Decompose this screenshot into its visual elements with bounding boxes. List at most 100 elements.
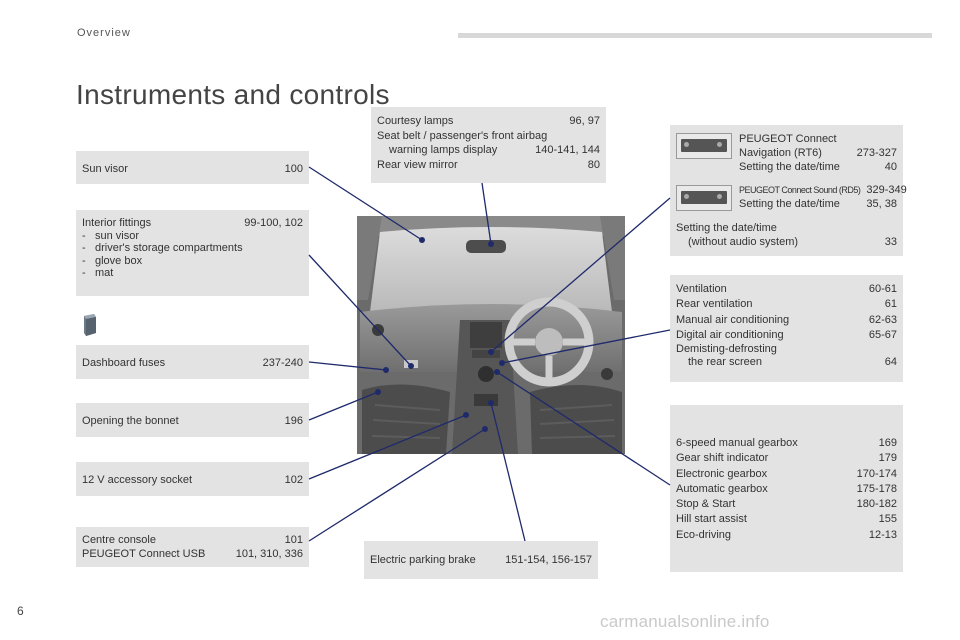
without-audio-page: 33	[884, 236, 897, 248]
gear-shift-indicator-page: 179	[878, 452, 897, 465]
callout-line	[308, 428, 486, 542]
without-audio-label: (without audio system)	[688, 236, 799, 248]
dashboard-fuses-label: Dashboard fuses	[82, 357, 166, 369]
seat-belt-label: Seat belt / passenger's front airbag	[377, 129, 548, 142]
ventilation-label: Ventilation	[676, 283, 727, 295]
callout-dot	[463, 412, 469, 418]
interior-fittings-page: 99-100, 102	[244, 217, 303, 229]
callout-dot	[499, 360, 505, 366]
interior-item: -glove box	[82, 254, 143, 267]
callout-line	[308, 361, 387, 371]
callout-line	[490, 197, 671, 353]
connect-nav-title: PEUGEOT Connect	[739, 133, 837, 145]
warning-lamps-label: warning lamps display	[389, 144, 498, 156]
nav-date-time-page: 40	[884, 161, 897, 173]
connect-usb-label: PEUGEOT Connect USB	[82, 548, 206, 560]
callout-line	[501, 329, 671, 364]
interior-fittings-label: Interior fittings	[82, 217, 152, 229]
callout-dot	[419, 237, 425, 243]
courtesy-lamps-page: 96, 97	[569, 115, 600, 127]
sound-date-time-label: Setting the date/time	[739, 198, 840, 210]
rear-ventilation-page: 61	[884, 298, 897, 311]
rear-screen-label: the rear screen	[688, 356, 762, 369]
sun-visor-box: Sun visor 100	[76, 151, 309, 184]
opening-bonnet-box: Opening the bonnet 196	[76, 403, 309, 437]
callout-line	[481, 182, 492, 245]
page-number: 6	[17, 604, 24, 618]
opening-bonnet-page: 196	[284, 415, 303, 427]
navigation-rt6-label: Navigation (RT6)	[739, 147, 822, 159]
callout-dot	[488, 241, 494, 247]
dashboard-photo	[357, 216, 625, 454]
connect-sound-page: 329-349	[866, 184, 907, 196]
demisting-label: Demisting-defrosting	[676, 343, 777, 356]
dashboard-fuses-box: Dashboard fuses 237-240	[76, 345, 309, 379]
rear-ventilation-label: Rear ventilation	[676, 298, 753, 311]
centre-console-page: 101	[284, 534, 303, 546]
callout-line	[308, 166, 423, 241]
eco-driving-page: 12-13	[868, 528, 897, 541]
stop-start-page: 180-182	[856, 498, 897, 511]
opening-bonnet-label: Opening the bonnet	[82, 415, 179, 427]
connect-usb-page: 101, 310, 336	[235, 548, 303, 560]
section-header: Overview	[77, 27, 131, 39]
manual-ac-label: Manual air conditioning	[676, 313, 790, 326]
page-title: Instruments and controls	[76, 78, 390, 110]
connect-sound-label: PEUGEOT Connect Sound (RD5)	[739, 185, 861, 195]
ventilation-page: 60-61	[868, 283, 897, 295]
rear-view-mirror-page: 80	[587, 158, 600, 171]
dashboard-fuses-page: 237-240	[262, 357, 303, 369]
hill-start-page: 155	[878, 513, 897, 526]
electronic-gearbox-label: Electronic gearbox	[676, 467, 768, 480]
callout-dots	[375, 237, 505, 432]
centre-console-box: Centre console 101 PEUGEOT Connect USB 101…	[76, 527, 309, 567]
interior-item: -mat	[82, 267, 114, 279]
callout-line	[496, 371, 671, 486]
callout-dot	[494, 369, 500, 375]
centre-console-label: Centre console	[82, 534, 156, 546]
manual-gearbox-page: 169	[878, 437, 897, 449]
watermark: carmanualsonline.info	[600, 612, 770, 631]
gear-shift-indicator-label: Gear shift indicator	[676, 452, 769, 465]
radio-rt6-icon	[676, 133, 732, 159]
fuse-icon	[84, 314, 96, 336]
accessory-socket-box: 12 V accessory socket 102	[76, 462, 309, 496]
electronic-gearbox-page: 170-174	[856, 467, 897, 480]
audio-system-box: PEUGEOT Connect Navigation (RT6)273-327 …	[670, 125, 907, 256]
callout-dot	[375, 389, 381, 395]
no-audio-date-time-label: Setting the date/time	[676, 222, 777, 234]
hill-start-label: Hill start assist	[676, 513, 747, 526]
digital-ac-page: 65-67	[868, 328, 897, 341]
sun-visor-page: 100	[284, 163, 303, 175]
callout-line	[308, 254, 412, 367]
rear-screen-page: 64	[884, 356, 897, 369]
automatic-gearbox-label: Automatic gearbox	[676, 482, 768, 495]
callout-line	[490, 402, 526, 542]
callout-lines	[308, 166, 671, 542]
callout-line	[308, 414, 467, 480]
header-divider	[458, 33, 932, 38]
parking-brake-label: Electric parking brake	[370, 554, 476, 566]
interior-item: -sun visor	[82, 229, 140, 242]
accessory-socket-page: 102	[284, 474, 303, 486]
navigation-rt6-page: 273-327	[856, 147, 897, 159]
courtesy-lamps-label: Courtesy lamps	[377, 115, 454, 127]
callout-dot	[408, 363, 414, 369]
callout-dot	[488, 400, 494, 406]
warning-lamps-page: 140-141, 144	[535, 144, 600, 156]
courtesy-lamps-box: Courtesy lamps 96, 97 Seat belt / passeng…	[371, 107, 606, 183]
interior-item: -driver's storage compartments	[82, 242, 243, 254]
nav-date-time-label: Setting the date/time	[739, 161, 840, 173]
radio-rd5-icon	[676, 185, 732, 211]
eco-driving-label: Eco-driving	[676, 528, 732, 541]
automatic-gearbox-page: 175-178	[856, 482, 897, 495]
sun-visor-label: Sun visor	[82, 163, 128, 175]
sound-date-time-page: 35, 38	[866, 198, 897, 210]
digital-ac-label: Digital air conditioning	[676, 328, 784, 341]
callout-dot	[482, 426, 488, 432]
accessory-socket-label: 12 V accessory socket	[82, 474, 193, 486]
